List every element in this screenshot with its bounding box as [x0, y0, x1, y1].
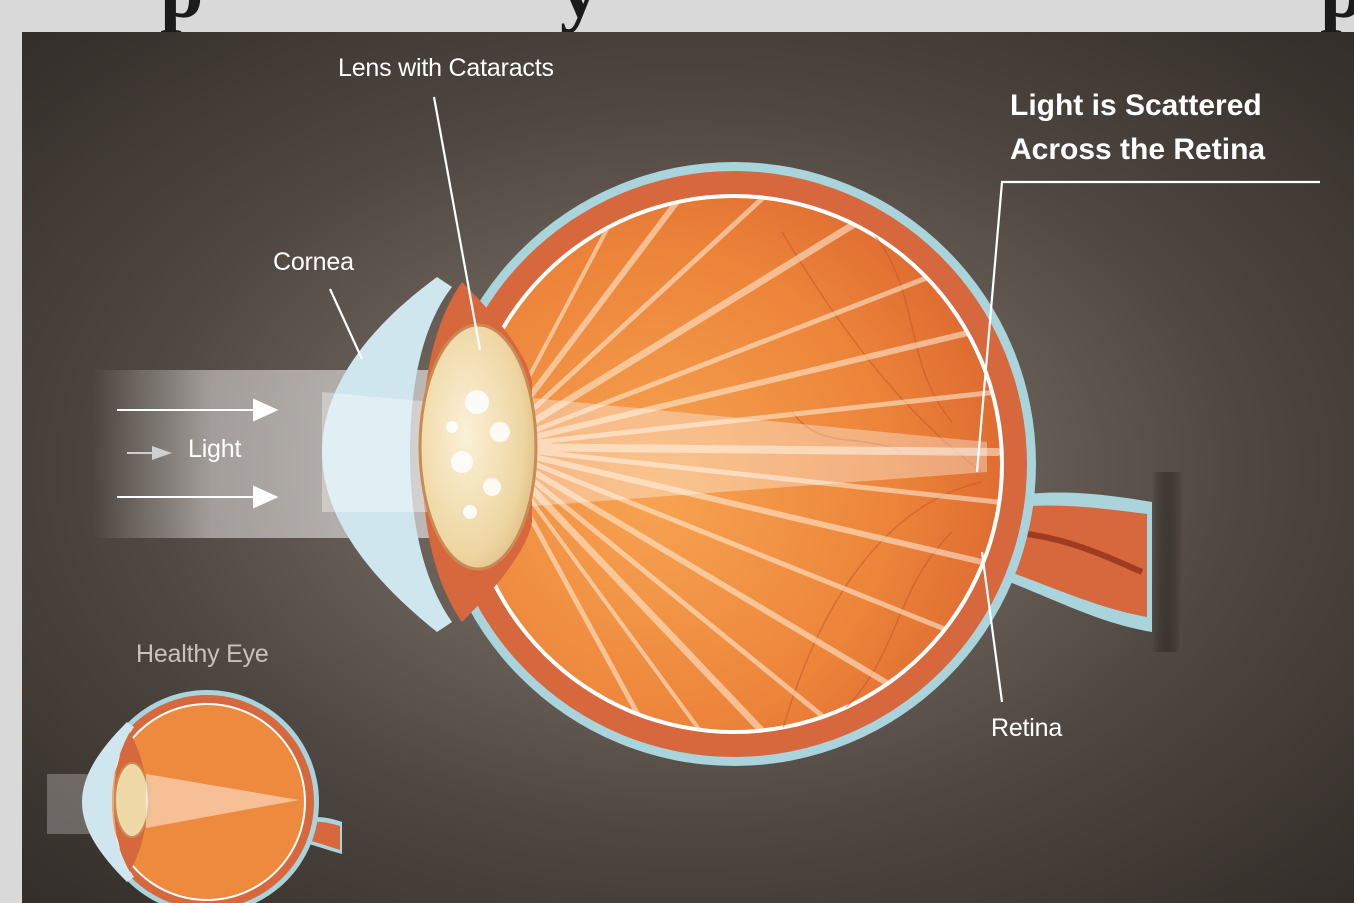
retina-label: Retina	[991, 714, 1062, 743]
cropped-title-glyph: p	[160, 0, 203, 30]
light-label: Light	[188, 435, 241, 464]
clouded-lens	[420, 325, 536, 569]
cropped-title-glyph: p	[1320, 0, 1354, 30]
lens-with-cataracts-label: Lens with Cataracts	[338, 54, 554, 83]
healthy-eye-label: Healthy Eye	[136, 640, 269, 669]
scatter-label-line-2: Across the Retina	[1010, 128, 1265, 172]
cropped-title-strip: p y p	[0, 0, 1354, 32]
cornea-label: Cornea	[273, 248, 354, 277]
left-margin	[0, 32, 22, 903]
cataract-eye-diagram: Lens with Cataracts Light is Scattered A…	[22, 32, 1354, 903]
cropped-title-glyph: y	[560, 0, 599, 30]
scatter-label-line-1: Light is Scattered	[1010, 84, 1262, 128]
